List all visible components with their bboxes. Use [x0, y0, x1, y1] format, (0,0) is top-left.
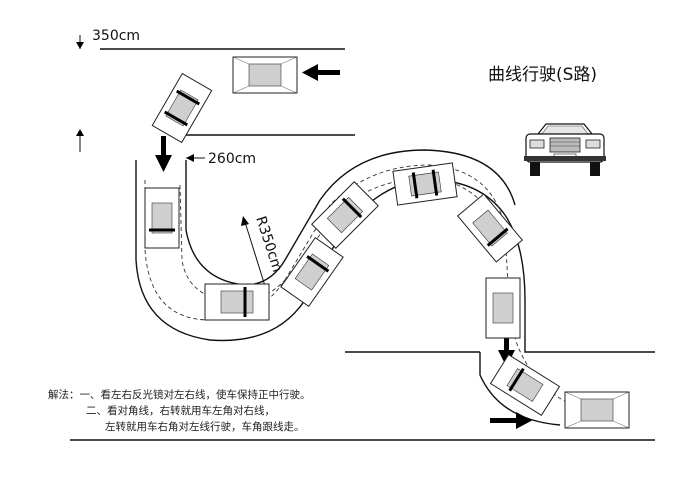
car-topview-8	[456, 193, 524, 263]
radius-arrow	[241, 216, 249, 226]
width-top-label: 350cm	[92, 28, 140, 44]
car-topview-10	[489, 353, 561, 417]
car-topview-1	[232, 56, 298, 94]
radius-label: R350cm	[252, 214, 285, 274]
car-topview-7	[392, 162, 458, 206]
car-topview-2	[151, 72, 213, 144]
car-topview-6	[311, 181, 379, 249]
diagram-title: 曲线行驶(S路)	[488, 65, 597, 85]
car-topview-3	[144, 187, 180, 249]
car-front-icon	[524, 123, 606, 176]
car-topview-11	[564, 391, 630, 429]
width-side-label: 260cm	[208, 151, 256, 167]
exit-road-lower	[479, 352, 561, 426]
note-line-2: 二、看对角线，右转就用车左角对右线，	[86, 404, 275, 417]
car-topview-9	[485, 277, 521, 339]
dim-left-arrow	[76, 129, 84, 136]
dim-260-arrow	[186, 154, 194, 162]
arrow-left-icon	[302, 64, 340, 81]
arrow-down-icon	[155, 136, 172, 172]
car-topview-5	[280, 236, 344, 308]
s-road-inner	[185, 149, 516, 286]
radius-line	[244, 221, 266, 287]
note-line-1: 解法：一、看左右反光镜对左右线，使车保持正中行驶。	[48, 388, 311, 401]
car-topview-4	[204, 283, 270, 321]
note-line-3: 左转就用车右角对左线行驶，车角跟线走。	[105, 420, 305, 433]
arrow-right-icon	[490, 412, 532, 429]
dim-350-arrow	[76, 42, 84, 49]
